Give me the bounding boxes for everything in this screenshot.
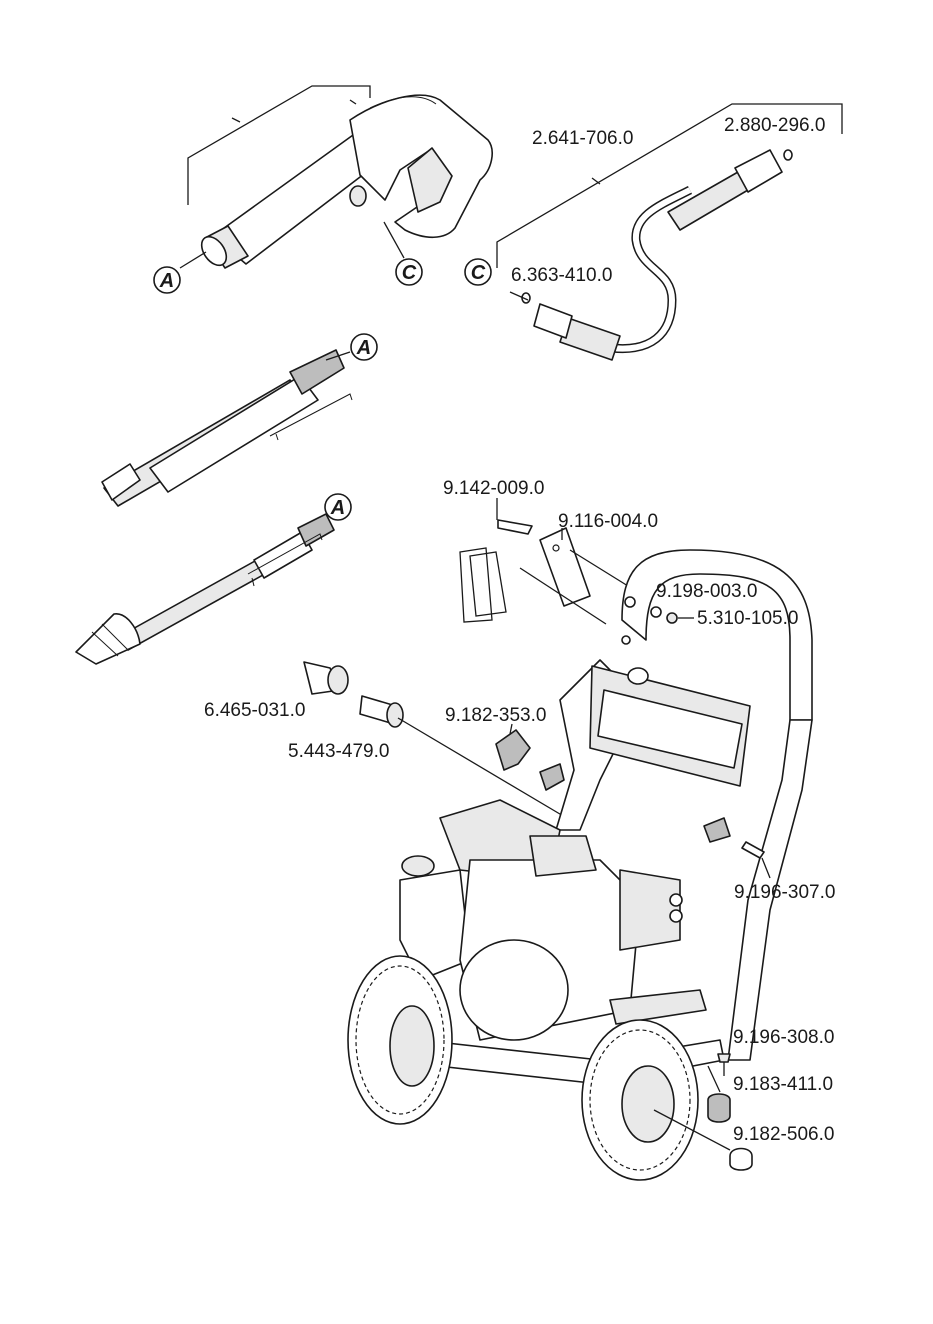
label-adapter: 6.465-031.0 [204,700,305,721]
lock-pin [498,520,532,534]
right-wheel-rim [622,1066,674,1142]
hose-hook-inner [470,552,506,616]
fuel-cap [402,856,434,876]
pressure-washer-machine: 9.198-003.0 5.310-105.0 9.182-353.0 9.19… [348,550,835,1180]
nut-part [667,613,677,623]
adapter-face [328,666,348,694]
hub-cap-part [730,1149,752,1171]
spray-lance-drawing: A [102,334,377,506]
rubber-foot-part [708,1094,730,1122]
leader-gun-a [180,252,206,268]
engine-shroud [530,836,596,876]
pump-head [620,870,680,950]
label-hose-kit: 2.880-296.0 [724,115,825,136]
adapter-drawing: 6.465-031.0 [204,662,348,721]
engine-recoil-cover [460,940,568,1040]
label-hose-oring: 6.363-410.0 [511,265,612,286]
frame-screw-part [742,842,764,858]
trigger-gun-drawing: A C [154,86,492,293]
nipple-face [387,703,403,727]
washer-part [651,607,661,617]
foot-screw-part [718,1054,730,1062]
label-nipple: 5.443-479.0 [288,741,389,762]
hose-right-sleeve [668,172,748,230]
blaster-rotor-nozzle [76,614,140,664]
gun-inlet [350,186,366,206]
label-holder-bracket: 9.116-004.0 [558,511,658,532]
label-nut: 5.310-105.0 [697,608,798,629]
label-screw-frame: 9.196-307.0 [734,882,835,903]
label-star-knob: 9.182-353.0 [445,705,546,726]
left-wheel-rim [390,1006,434,1086]
callout-c-gun: C [402,262,417,284]
callout-c-hose: C [471,262,486,284]
lance-grip [150,376,318,492]
label-rubber-foot: 9.183-411.0 [733,1074,833,1095]
callout-a-gun: A [159,270,174,292]
label-screw-foot: 9.196-308.0 [733,1027,834,1048]
high-pressure-hose-drawing: C 2.641-706.0 2.880-296.0 6.363-410.0 [465,104,842,360]
dirt-blaster-lance-drawing: A [76,494,351,664]
callout-a-lance: A [356,337,371,359]
hose-left-nipple [534,304,572,338]
label-hub-cap: 9.182-506.0 [733,1124,834,1145]
hose-right-oring [784,150,792,160]
label-washer: 9.198-003.0 [656,581,757,602]
star-knob-part [496,730,530,770]
blaster-coupling [298,514,334,546]
label-lock-pin: 9.142-009.0 [443,478,544,499]
callout-a-nozzle: A [330,497,345,519]
star-knob-right [704,818,730,842]
holder-plate [540,528,590,606]
label-hose: 2.641-706.0 [532,128,633,149]
